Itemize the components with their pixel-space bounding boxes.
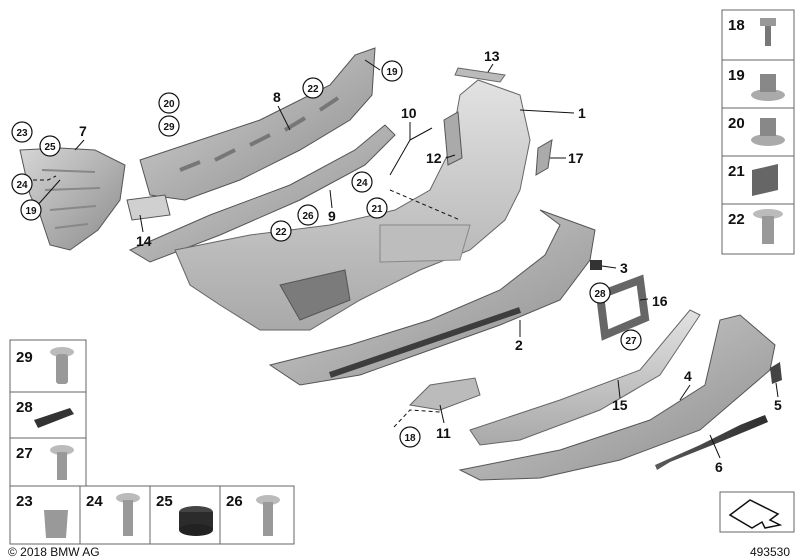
clip-part-3: [590, 260, 602, 270]
callout-2: 2: [515, 337, 523, 353]
trim-part-15: [469, 309, 701, 446]
orientation-arrow-icon: [719, 491, 795, 533]
legend-28: 28: [16, 399, 33, 416]
expanding-rivet-icon: [50, 347, 74, 384]
bumper-panel-part: [174, 79, 531, 331]
legend-20: 20: [728, 115, 745, 132]
side-piece-part-17: [535, 139, 553, 176]
screw-icon: [751, 118, 785, 146]
frame-part-16: [595, 274, 650, 341]
legend-left: 29 28 27: [9, 339, 87, 487]
callout-3: 3: [620, 260, 628, 276]
svg-text:23: 23: [16, 128, 28, 139]
legend-23: 23: [16, 493, 33, 510]
leader-lines: [35, 59, 779, 459]
legend-18: 18: [728, 17, 745, 34]
callout-17: 17: [568, 150, 584, 166]
circled-28: 28: [589, 282, 611, 304]
lower-trim-part-4: [458, 314, 776, 481]
svg-text:29: 29: [163, 122, 175, 133]
svg-text:19: 19: [25, 206, 37, 217]
callout-7: 7: [79, 123, 87, 139]
circled-25: 25: [39, 135, 61, 157]
svg-text:25: 25: [44, 142, 56, 153]
clip-icon: [753, 209, 783, 244]
svg-text:26: 26: [302, 211, 314, 222]
callout-8: 8: [273, 89, 281, 105]
copyright-text: © 2018 BMW AG: [8, 545, 100, 559]
callout-16: 16: [652, 293, 668, 309]
circled-27: 27: [620, 329, 642, 351]
circled-22-mid: 22: [270, 220, 292, 242]
legend-24: 24: [86, 493, 103, 510]
callout-9: 9: [328, 208, 336, 224]
circled-20: 20: [158, 92, 180, 114]
lower-carrier-part: [128, 124, 396, 263]
legend-29: 29: [16, 349, 33, 366]
callout-5: 5: [774, 397, 782, 413]
legend-21: 21: [728, 163, 745, 180]
callout-15: 15: [612, 397, 628, 413]
nut-icon: [751, 74, 785, 101]
legend-27: 27: [16, 445, 33, 462]
bracket-part-11: [408, 377, 481, 411]
callout-11: 11: [436, 425, 451, 441]
circled-21: 21: [366, 197, 388, 219]
legend-25: 25: [156, 493, 173, 510]
circled-23: 23: [11, 121, 33, 143]
svg-text:18: 18: [404, 433, 416, 444]
upper-carrier-part: [139, 47, 376, 201]
callout-4: 4: [684, 368, 692, 384]
torx-screw-icon: [256, 495, 280, 536]
svg-text:22: 22: [307, 84, 319, 95]
circled-24-mid: 24: [351, 171, 373, 193]
callout-6: 6: [715, 459, 723, 475]
svg-text:21: 21: [371, 204, 383, 215]
legend-bottom: 23 24 25 26: [9, 485, 295, 545]
callout-12: 12: [426, 150, 442, 166]
legend-19: 19: [728, 67, 745, 84]
legend-26: 26: [226, 493, 243, 510]
pad-icon: [752, 164, 778, 196]
circled-18: 18: [399, 426, 421, 448]
push-rivet-icon: [760, 18, 776, 46]
circled-26: 26: [297, 204, 319, 226]
svg-text:27: 27: [625, 336, 637, 347]
svg-text:24: 24: [356, 178, 368, 189]
circled-22-top: 22: [302, 77, 324, 99]
svg-text:22: 22: [275, 227, 287, 238]
svg-text:28: 28: [594, 289, 606, 300]
svg-text:24: 24: [16, 180, 28, 191]
bolt-icon: [50, 445, 74, 480]
clip-part-5: [770, 362, 782, 384]
hex-bolt-icon: [116, 493, 140, 536]
side-piece-part-12: [443, 111, 463, 166]
circled-callouts: 19 22 20 29 23 25 24 19 24 21 26 22 28 2…: [11, 60, 642, 448]
circled-29: 29: [158, 115, 180, 137]
svg-text:19: 19: [386, 67, 398, 78]
callout-numbers: 1 2 3 4 5 6 7 8 9 10 11 12 13 14 15 16 1…: [79, 48, 782, 475]
legend-right: 18 19 20 21 22: [721, 9, 795, 255]
dashed-leaders: [26, 175, 461, 428]
strip-part-6: [655, 415, 768, 470]
spring-clip-icon: [44, 510, 68, 538]
circled-19-left: 19: [20, 199, 42, 221]
circled-24-left: 24: [11, 173, 33, 195]
bracket-left-part: [19, 147, 126, 251]
bracket-part-14: [126, 194, 171, 221]
strip-part-13: [454, 67, 506, 83]
circled-19-top: 19: [381, 60, 403, 82]
diffuser-part: [268, 209, 596, 386]
svg-text:20: 20: [163, 99, 175, 110]
callout-1: 1: [578, 105, 586, 121]
callout-13: 13: [484, 48, 500, 64]
callout-14: 14: [136, 233, 152, 249]
diagram-id: 493530: [750, 545, 790, 559]
grommet-icon: [179, 506, 213, 536]
foam-strip-icon: [34, 408, 74, 428]
legend-22: 22: [728, 211, 745, 228]
callout-10: 10: [401, 105, 417, 121]
